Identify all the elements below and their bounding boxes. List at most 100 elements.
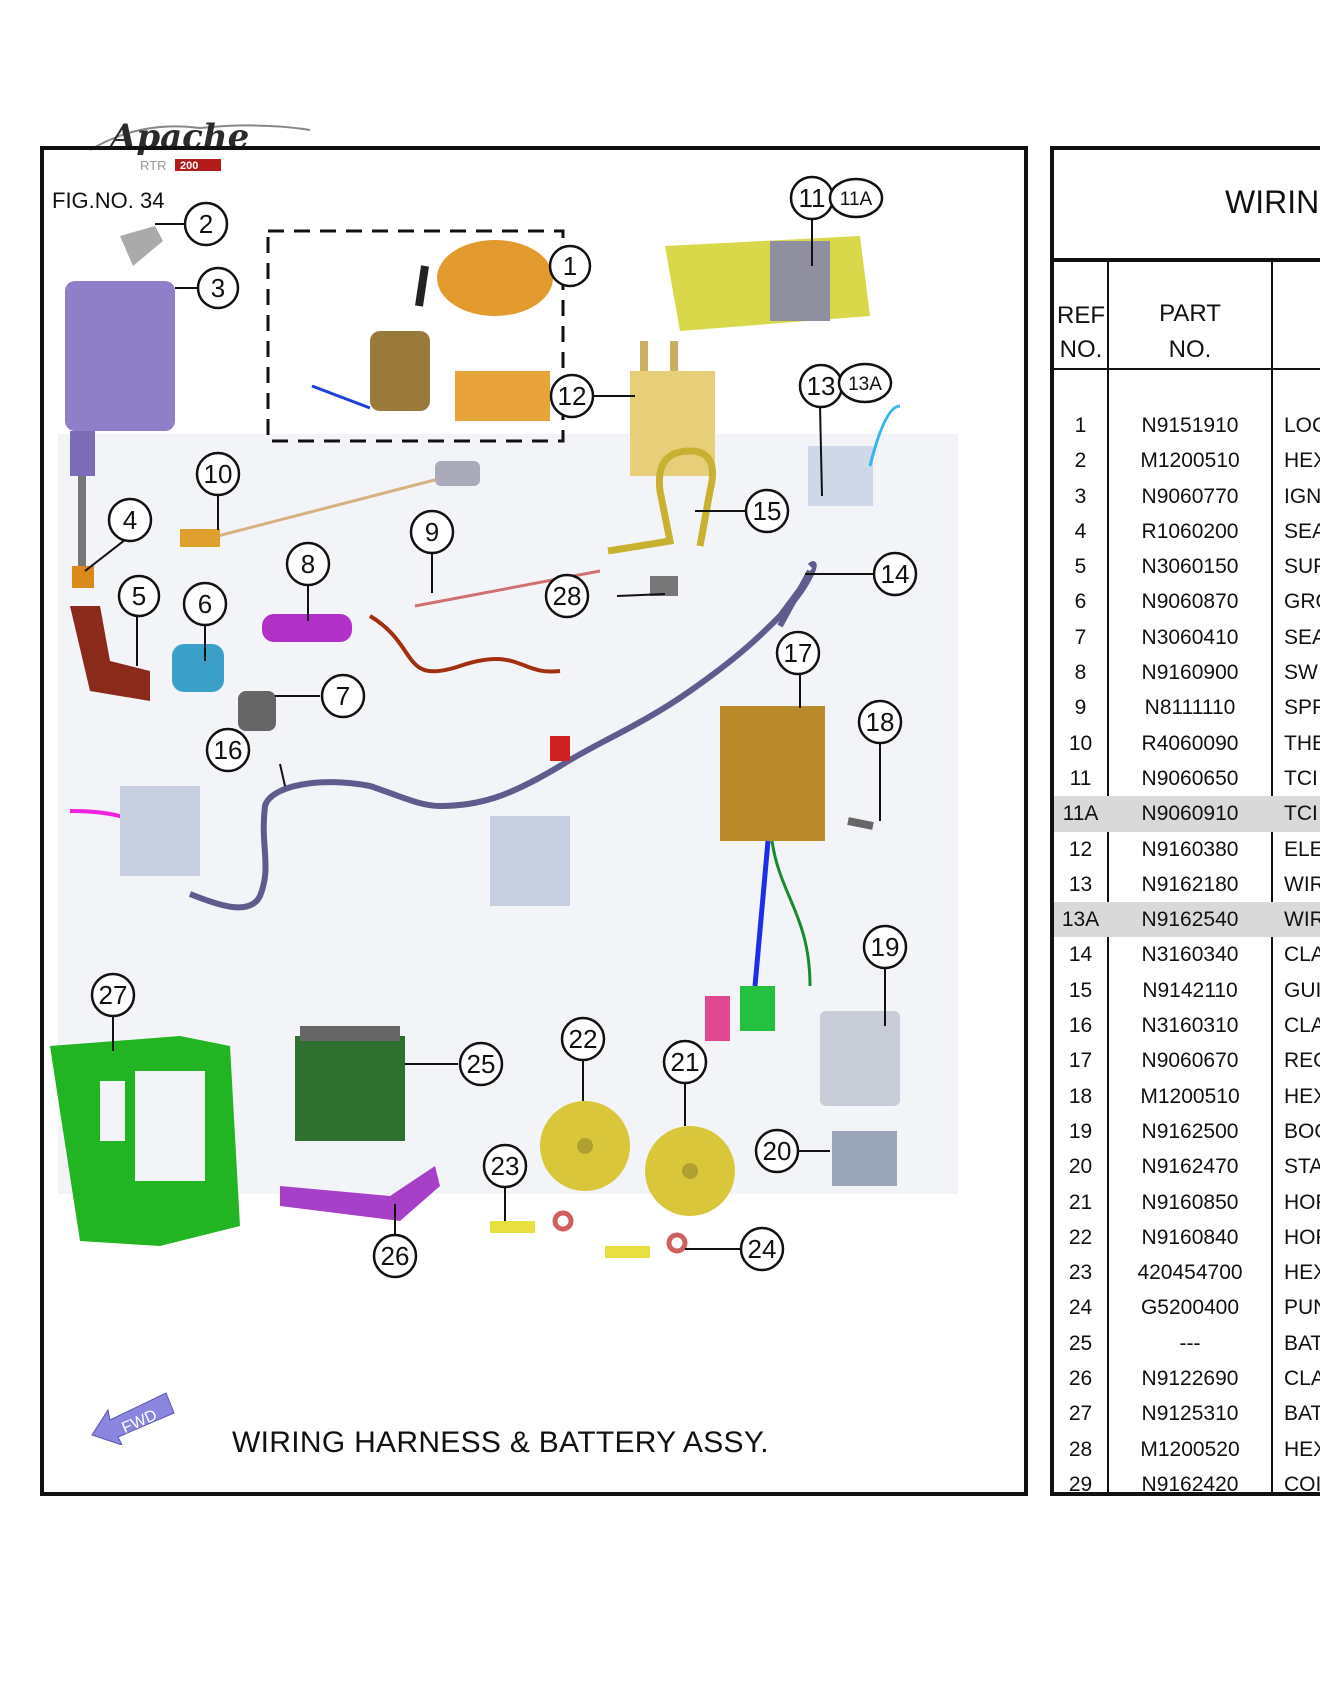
table-row: 5N3060150SUP	[1054, 549, 1320, 584]
boot	[820, 1011, 900, 1106]
svg-text:23: 23	[491, 1151, 520, 1181]
battery-clamp	[280, 1166, 440, 1221]
svg-text:4: 4	[123, 505, 137, 535]
callout-11: 11	[789, 175, 835, 221]
ref-cell: 24	[1068, 1296, 1093, 1320]
svg-text:17: 17	[784, 638, 813, 668]
svg-text:10: 10	[204, 459, 233, 489]
svg-text:18: 18	[866, 707, 895, 737]
description-cell: COI	[1284, 1472, 1320, 1496]
svg-text:2: 2	[199, 209, 213, 239]
battery	[295, 1036, 405, 1141]
ref-cell: 21	[1068, 1190, 1093, 1214]
svg-text:27: 27	[99, 980, 128, 1010]
callout-2: 2	[183, 201, 229, 247]
ref-cell: 1	[1074, 414, 1087, 437]
ref-cell: 13	[1068, 872, 1093, 896]
ref-cell: 20	[1068, 1155, 1093, 1179]
ref-cell: 2	[1074, 449, 1087, 473]
table-row: 20 N9162470 STA	[1054, 1149, 1320, 1184]
part-no-cell: N9160840	[1141, 1225, 1239, 1249]
table-row: 25 --- BAT	[1054, 1326, 1320, 1361]
key	[415, 265, 429, 307]
callout-20: 20	[754, 1128, 800, 1174]
part-no-cell: G5200400	[1140, 1296, 1240, 1320]
lock-body	[370, 331, 430, 411]
ref-cell: 7	[1074, 625, 1087, 649]
part-no-cell: ---	[1179, 1331, 1201, 1355]
svg-text:20: 20	[763, 1136, 792, 1166]
table-row: 22N9160840HOR	[1054, 1220, 1320, 1255]
ref-cell: 26	[1068, 1367, 1093, 1391]
callout-17: 17	[775, 630, 821, 676]
forward-arrow-icon: FWD	[91, 1392, 175, 1445]
part-no-cell: R1060200	[1141, 519, 1239, 543]
callout-15: 15	[744, 488, 790, 534]
parts-table-frame	[1050, 146, 1320, 1496]
ref-cell: 8	[1074, 661, 1087, 685]
part-no-cell: N9162470	[1141, 1155, 1239, 1179]
svg-text:21: 21	[671, 1047, 700, 1077]
seat-lock	[455, 371, 550, 421]
svg-text:26: 26	[381, 1241, 410, 1271]
description-cell: BAT	[1284, 1331, 1320, 1355]
callout-10: 10	[195, 451, 241, 497]
apache-logo: Apache RTR 200	[89, 117, 311, 173]
ref-cell: 19	[1068, 1119, 1093, 1143]
fuel-cap	[437, 240, 553, 316]
ref-cell: 23	[1068, 1261, 1093, 1285]
part-no-cell: N3060410	[1141, 625, 1239, 649]
part-no-cell: N9160380	[1141, 837, 1239, 861]
svg-text:13A: 13A	[848, 374, 882, 395]
svg-text:200: 200	[180, 160, 198, 172]
svg-text:19: 19	[871, 932, 900, 962]
ref-cell: 25	[1068, 1331, 1093, 1355]
svg-text:8: 8	[301, 549, 315, 579]
svg-text:RTR: RTR	[140, 158, 166, 173]
ref-cell: 29	[1068, 1472, 1093, 1496]
table-row: 6N9060870GRO	[1054, 584, 1320, 619]
parts-table-body: 1N9151910LOC2M1200510HEX3N9060770IGN4R10…	[1054, 408, 1320, 1502]
callout-1: 1	[548, 244, 592, 288]
callout-3: 3	[196, 266, 240, 310]
description-cell: WIR	[1284, 872, 1320, 896]
svg-text:14: 14	[881, 559, 910, 589]
description-cell: TCI	[1284, 802, 1318, 826]
table-row: 18M1200510HEX	[1054, 1079, 1320, 1114]
item1-box	[266, 229, 565, 443]
description-cell: LOC	[1284, 414, 1320, 437]
description-cell: PUN	[1284, 1296, 1320, 1320]
part-no-cell: N9060770	[1141, 484, 1239, 508]
part-no-cell: N3160310	[1141, 1014, 1239, 1038]
part-no-cell: N9160900	[1141, 661, 1239, 685]
description-cell: CLA	[1284, 943, 1320, 967]
svg-text:6: 6	[198, 589, 212, 619]
header-part-no: NO.	[1168, 336, 1212, 363]
ref-cell: 28	[1068, 1437, 1093, 1461]
callout-18: 18	[857, 699, 903, 745]
callout-23: 23	[482, 1143, 528, 1189]
description-cell: STA	[1284, 1155, 1320, 1179]
part-no-cell: N9151910	[1141, 414, 1239, 437]
guide	[607, 447, 716, 555]
callout-12: 12	[549, 373, 595, 419]
grommet	[172, 644, 224, 692]
description-cell: HEX	[1284, 1084, 1320, 1108]
part-no-cell: N9162420	[1141, 1472, 1239, 1496]
callout-27: 27	[90, 972, 136, 1018]
description-cell: GUI	[1284, 978, 1320, 1002]
description-cell: SUP	[1284, 555, 1320, 579]
diagram-frame	[40, 146, 1028, 1496]
part-no-cell: N3160340	[1141, 943, 1239, 967]
header-ref-no: NO.	[1059, 336, 1103, 363]
